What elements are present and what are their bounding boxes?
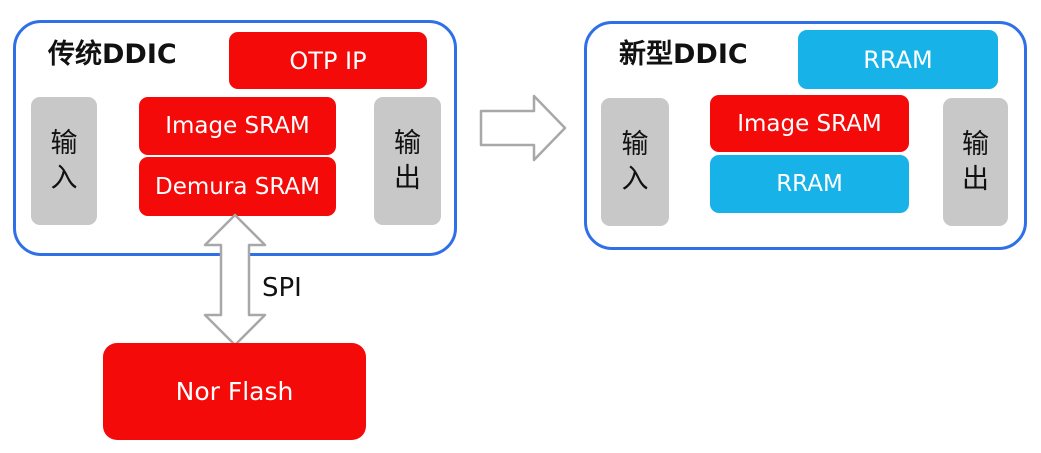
left-output-char-1: 输 <box>394 127 421 159</box>
right-output-char-2: 出 <box>962 164 989 195</box>
right-output-block: 输 出 <box>943 98 1008 226</box>
left-output-char-2: 出 <box>394 163 421 194</box>
traditional-ddic-panel: 传统DDIC OTP IP 输 入 Image SRAM Demura SRAM… <box>13 20 457 256</box>
right-image-sram-block: Image SRAM <box>710 95 909 152</box>
left-image-sram-block: Image SRAM <box>139 97 336 155</box>
right-output-char-1: 输 <box>962 128 989 160</box>
right-input-char-2: 入 <box>621 164 649 195</box>
spi-label: SPI <box>262 273 302 303</box>
left-output-block: 输 出 <box>374 97 441 225</box>
left-input-block: 输 入 <box>31 97 97 225</box>
left-input-char-2: 入 <box>50 163 78 194</box>
rram-bottom-block: RRAM <box>710 155 909 213</box>
demura-sram-block: Demura SRAM <box>139 157 336 216</box>
right-input-char-1: 输 <box>621 128 649 160</box>
new-ddic-title: 新型DDIC <box>619 39 748 70</box>
left-input-char-1: 输 <box>50 127 78 159</box>
double-vertical-arrow-icon <box>203 213 267 347</box>
new-ddic-panel: 新型DDIC RRAM 输 入 Image SRAM RRAM 输 出 <box>584 21 1027 250</box>
nor-flash-block: Nor Flash <box>103 343 366 440</box>
otp-ip-block: OTP IP <box>229 32 427 89</box>
rram-top-block: RRAM <box>798 30 998 89</box>
right-arrow-icon <box>479 94 567 162</box>
traditional-ddic-title: 传统DDIC <box>48 39 177 70</box>
right-input-block: 输 入 <box>601 98 669 226</box>
